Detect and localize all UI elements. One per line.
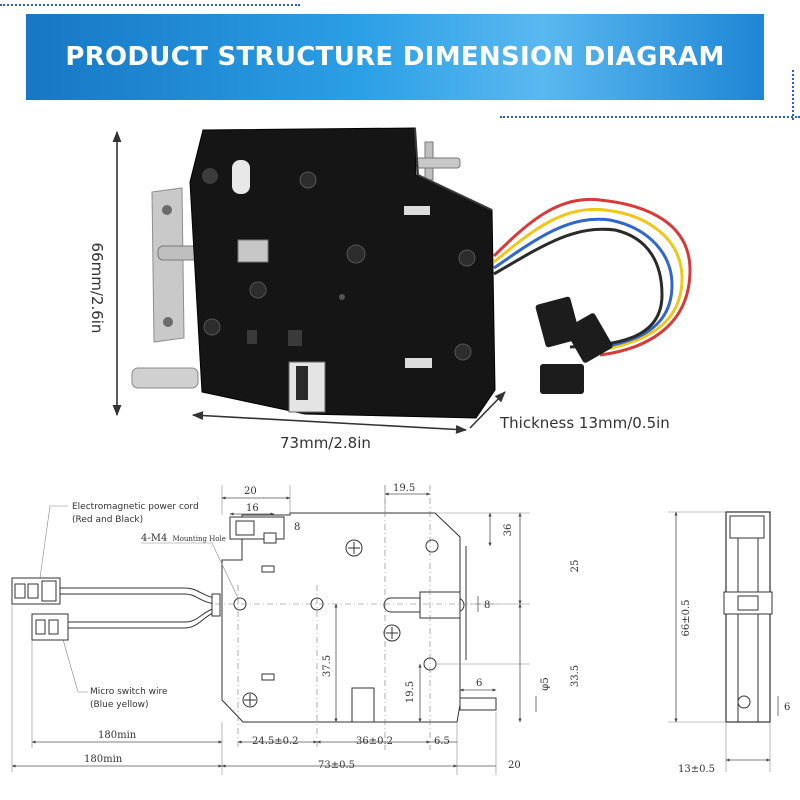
power-connector xyxy=(11,577,61,605)
dim-16-label: 16 xyxy=(246,503,259,514)
dim-36-right-label: 36 xyxy=(503,524,514,537)
dim-73-label: 73±0.5 xyxy=(318,760,355,771)
power-cord-label: Electromagnetic power cord xyxy=(72,502,199,512)
lock-photo xyxy=(131,127,496,419)
thickness-label: Thickness 13mm/0.5in xyxy=(499,414,670,432)
dim-phi5-label: φ5 xyxy=(540,677,551,690)
dim-side-thick-label: 13±0.5 xyxy=(678,764,715,775)
dim-20-top-label: 20 xyxy=(244,486,257,497)
thickness-arrow xyxy=(469,391,506,429)
micro-switch-leader xyxy=(61,635,88,693)
dim-6-low-label: 6 xyxy=(476,678,482,689)
title-banner: PRODUCT STRUCTURE DIMENSION DIAGRAM xyxy=(26,14,764,100)
wire-bundle xyxy=(492,197,692,357)
dim-25-label: 25 xyxy=(570,560,581,573)
micro-switch-sublabel: (Blue yellow) xyxy=(90,700,149,710)
dim-180-inner-label: 180min xyxy=(98,730,137,741)
deco-dots-vertical xyxy=(792,70,794,120)
deco-dots-right xyxy=(500,116,800,118)
dim-36-bottom-label: 36±0.2 xyxy=(356,736,393,747)
width-label: 73mm/2.8in xyxy=(280,434,371,452)
dim-8-mid-label: 8 xyxy=(484,600,490,611)
lock-side-view xyxy=(723,511,773,723)
dim-33-5-label: 33.5 xyxy=(570,665,581,687)
dim-side-height-label: 66±0.5 xyxy=(681,599,692,636)
power-cord-sublabel: (Red and Black) xyxy=(72,515,143,525)
dim-180-outer-label: 180min xyxy=(84,754,123,765)
mount-hole-count: 4-M4 xyxy=(141,533,167,544)
switch-connector xyxy=(31,613,69,641)
cable-grommet xyxy=(211,593,221,617)
power-cord-leader xyxy=(39,505,68,579)
dim-8-top-label: 8 xyxy=(294,522,300,533)
switch-cable xyxy=(68,607,216,629)
dim-37-5-label: 37.5 xyxy=(322,655,333,677)
width-arrow xyxy=(191,411,468,434)
dim-19-5-low-label: 19.5 xyxy=(405,681,416,703)
micro-switch-label: Micro switch wire xyxy=(90,687,168,697)
dim-side-6-label: 6 xyxy=(784,702,790,713)
mount-hole-sub: Mounting Hole xyxy=(173,535,226,543)
mount-hole-leader xyxy=(141,542,239,599)
height-label: 66mm/2.6in xyxy=(88,243,106,334)
power-cable xyxy=(60,587,216,605)
deco-dots-top xyxy=(0,4,300,6)
lock-front-view xyxy=(221,512,497,723)
dim-19-5-top-label: 19.5 xyxy=(393,483,415,494)
wire-connectors xyxy=(535,296,613,394)
banner-title: PRODUCT STRUCTURE DIMENSION DIAGRAM xyxy=(65,42,725,72)
mount-hole-label: 4-M4 Mounting Hole xyxy=(141,533,226,544)
dim-6-5-label: 6.5 xyxy=(434,736,450,747)
dim-20-bottom-label: 20 xyxy=(508,760,521,771)
dim-24-5-label: 24.5±0.2 xyxy=(252,736,299,747)
